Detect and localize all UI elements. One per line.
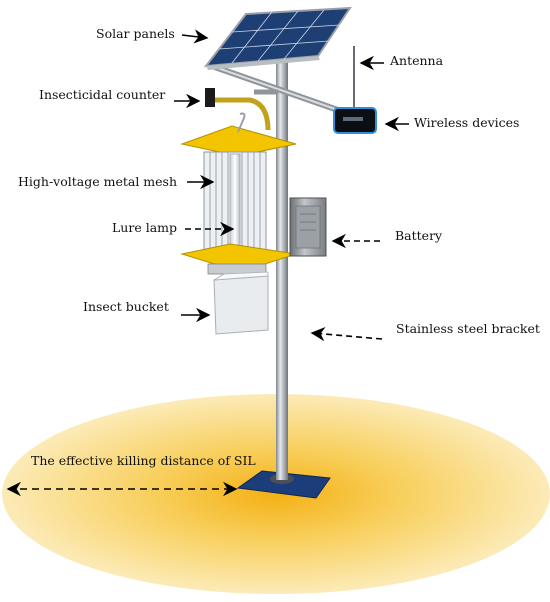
battery-box [289, 197, 327, 257]
label-metal-mesh: High-voltage metal mesh [18, 174, 178, 189]
arrow-solar-panels [181, 29, 209, 44]
killing-area-ground [2, 394, 550, 594]
label-solar-panels: Solar panels [96, 26, 175, 41]
solar-panel [203, 6, 352, 70]
label-insect-bucket: Insect bucket [83, 299, 169, 314]
insecticidal-counter-box [205, 88, 215, 107]
label-battery: Battery [395, 228, 443, 243]
trap-hanging-arm [214, 97, 271, 131]
label-antenna: Antenna [390, 53, 444, 68]
stainless-steel-pole [276, 56, 288, 480]
pole-base-plate [236, 470, 331, 499]
label-wireless-devices: Wireless devices [414, 115, 520, 130]
label-insecticidal-counter: Insecticidal counter [39, 87, 166, 102]
label-bracket: Stainless steel bracket [396, 321, 540, 336]
lure-lamp-tube [229, 153, 241, 251]
label-killing-distance: The effective killing distance of SIL [31, 453, 256, 468]
insect-bucket [213, 271, 269, 335]
label-lure-lamp: Lure lamp [112, 220, 178, 235]
arrow-bracket [310, 326, 383, 342]
